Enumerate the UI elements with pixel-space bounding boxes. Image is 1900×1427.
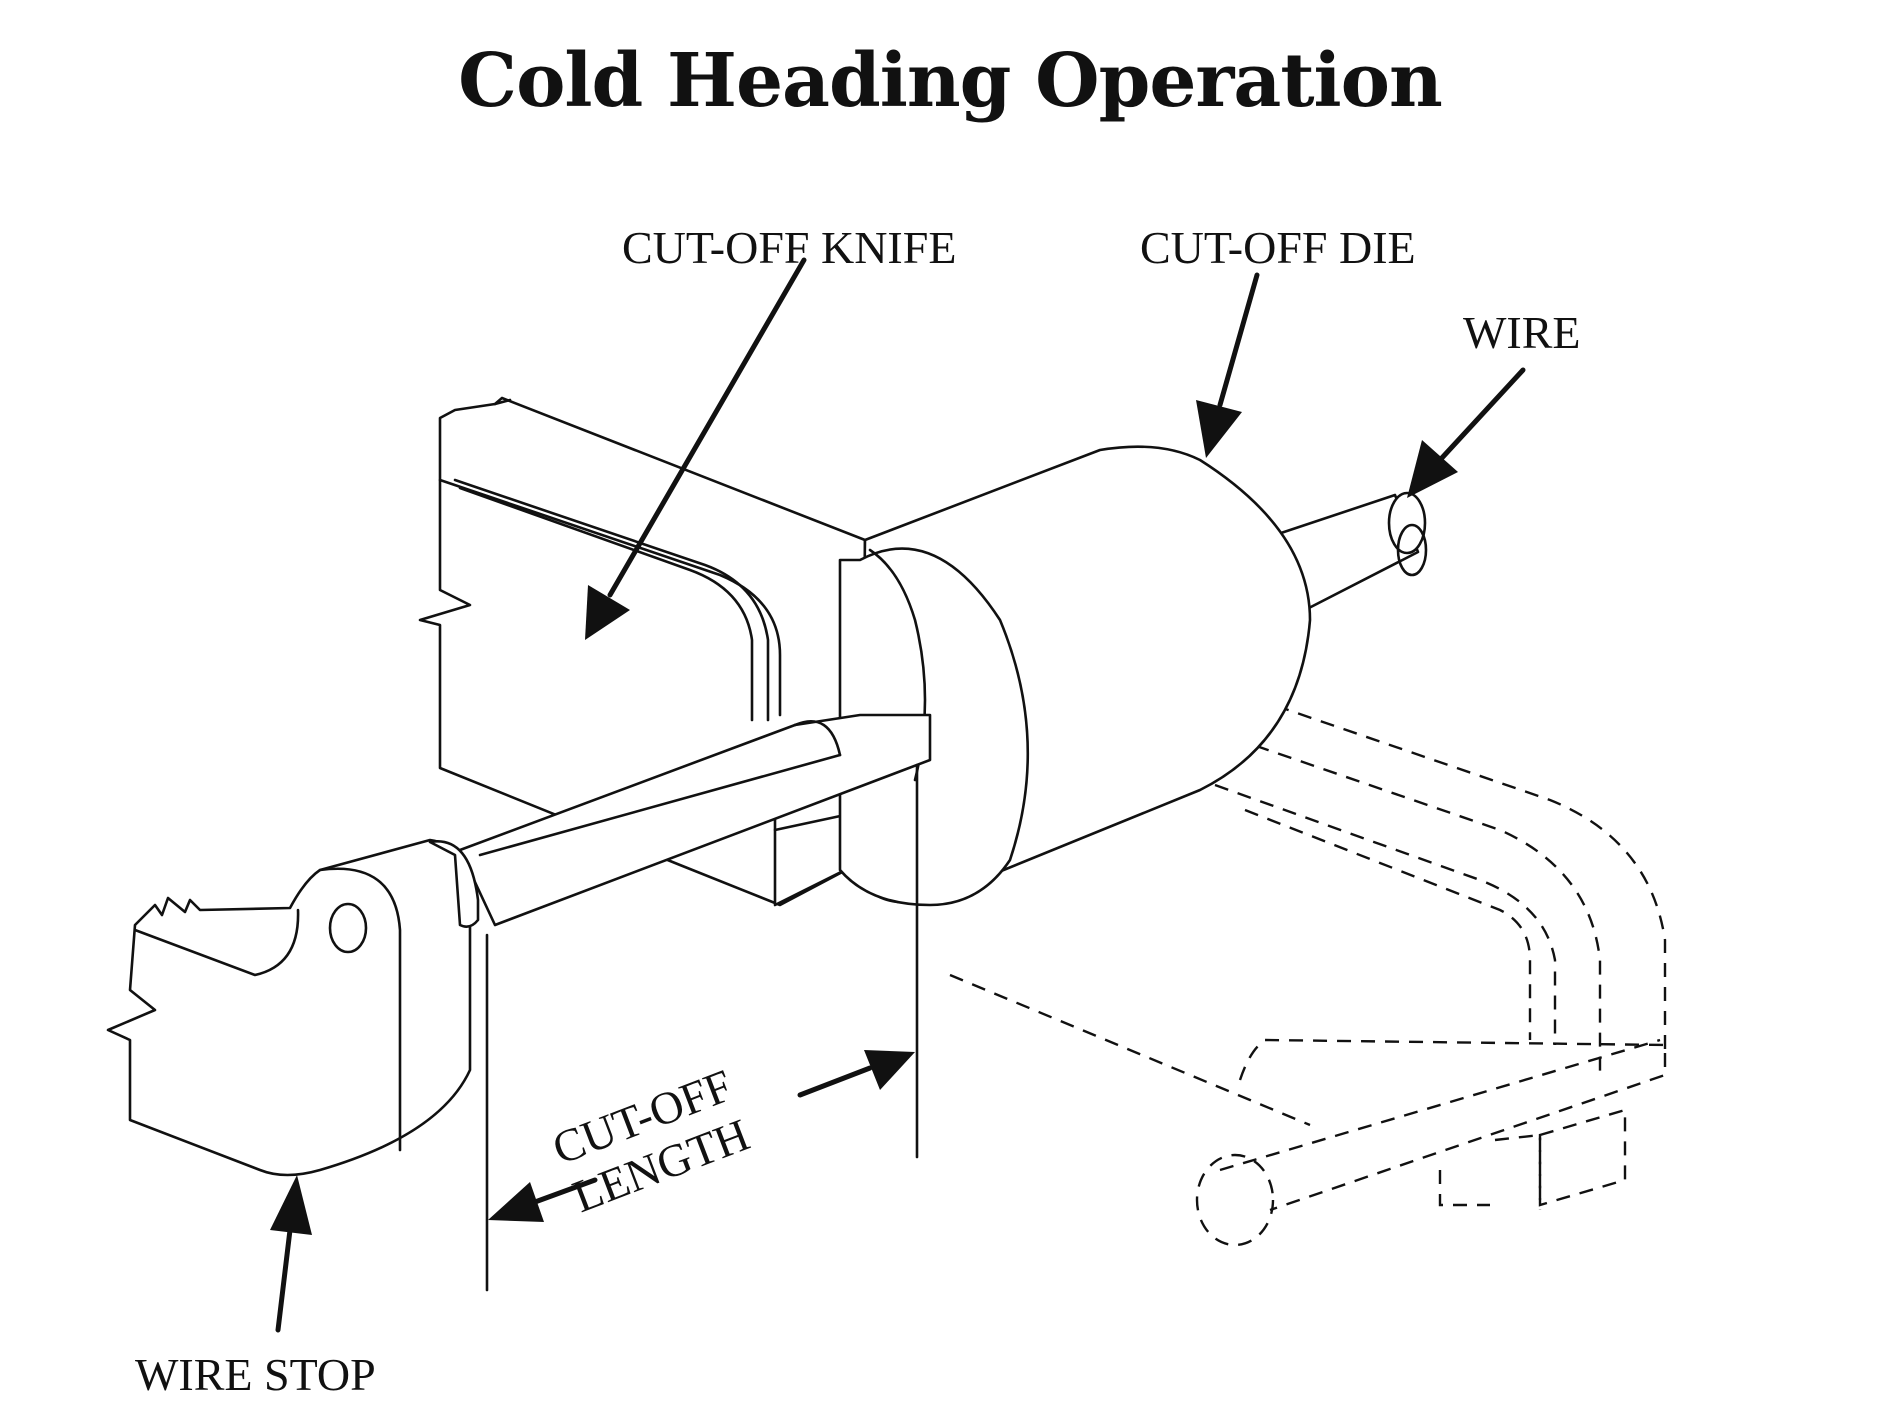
label-wire: WIRE <box>1463 307 1581 358</box>
label-wire-stop: WIRE STOP <box>135 1349 376 1400</box>
cutoff-length-label: CUT-OFF LENGTH <box>546 1059 756 1222</box>
arrow-wire <box>1407 367 1526 498</box>
arrow-cutoff-die <box>1196 272 1260 458</box>
label-cutoff-die: CUT-OFF DIE <box>1140 222 1416 273</box>
wire-stock <box>1273 491 1428 612</box>
arrow-cutoff-length-left <box>488 1177 598 1222</box>
cutoff-die <box>838 445 1312 907</box>
wire-stop-body <box>106 838 480 1177</box>
arrow-wire-stop <box>270 1175 312 1333</box>
diagram-title: Cold Heading Operation <box>458 38 1443 124</box>
phantom-knife-position <box>949 688 1667 1247</box>
label-cutoff-knife: CUT-OFF KNIFE <box>622 222 957 273</box>
dimension-lines <box>485 763 919 1292</box>
wire-rod <box>458 713 932 927</box>
arrow-cutoff-knife <box>585 257 807 640</box>
arrow-cutoff-length-right <box>797 1050 915 1098</box>
